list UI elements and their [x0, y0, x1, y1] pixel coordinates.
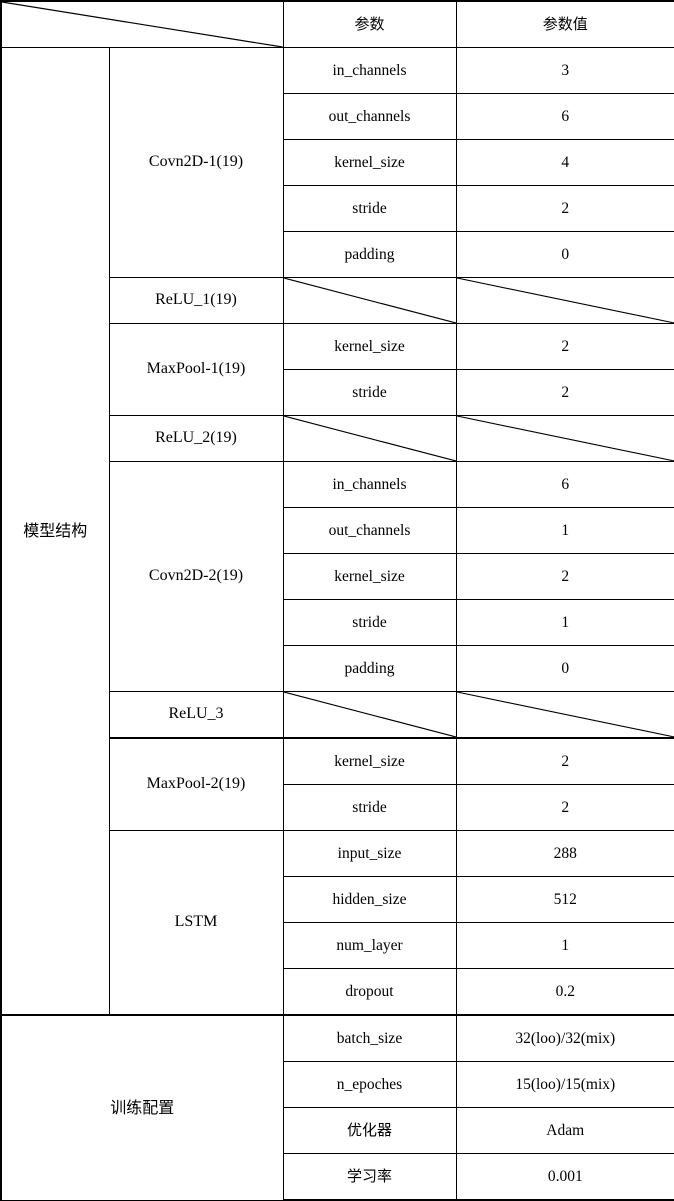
param-name-cell: kernel_size — [283, 324, 456, 370]
diagonal-slash-icon — [457, 278, 674, 323]
param-name-cell-empty — [283, 416, 456, 462]
table-row: 模型结构 Covn2D-1(19) in_channels 3 — [1, 48, 674, 94]
layer-label-relu-2: ReLU_2(19) — [109, 416, 283, 462]
param-name-cell: stride — [283, 785, 456, 831]
param-name-cell: kernel_size — [283, 738, 456, 785]
param-name-cell: n_epoches — [283, 1062, 456, 1108]
param-name-cell: num_layer — [283, 923, 456, 969]
param-name-cell: kernel_size — [283, 554, 456, 600]
param-value-cell: 6 — [456, 462, 674, 508]
param-value-cell: 6 — [456, 94, 674, 140]
section-label-training-config: 训练配置 — [1, 1015, 283, 1200]
param-name-cell: padding — [283, 646, 456, 692]
param-value-cell: 0.001 — [456, 1154, 674, 1201]
layer-label-relu-1: ReLU_1(19) — [109, 278, 283, 324]
table-row: 训练配置 batch_size 32(loo)/32(mix) — [1, 1015, 674, 1062]
param-name-cell: stride — [283, 186, 456, 232]
param-name-cell: out_channels — [283, 508, 456, 554]
layer-label-maxpool-1: MaxPool-1(19) — [109, 324, 283, 416]
param-value-cell: 0 — [456, 646, 674, 692]
param-value-cell: 2 — [456, 785, 674, 831]
param-name-cell: stride — [283, 600, 456, 646]
layer-label-maxpool-2: MaxPool-2(19) — [109, 738, 283, 831]
param-name-cell: out_channels — [283, 94, 456, 140]
param-name-cell: 优化器 — [283, 1108, 456, 1154]
param-value-cell-empty — [456, 416, 674, 462]
param-name-cell-empty — [283, 692, 456, 739]
param-name-cell: in_channels — [283, 48, 456, 94]
param-value-cell: Adam — [456, 1108, 674, 1154]
param-value-cell: 0 — [456, 232, 674, 278]
param-name-cell: dropout — [283, 969, 456, 1016]
layer-label-covn2d-2: Covn2D-2(19) — [109, 462, 283, 692]
param-name-cell: 学习率 — [283, 1154, 456, 1201]
param-value-cell: 4 — [456, 140, 674, 186]
param-value-cell: 32(loo)/32(mix) — [456, 1015, 674, 1062]
param-value-cell: 1 — [456, 600, 674, 646]
header-corner-cell — [1, 1, 283, 48]
param-value-cell: 1 — [456, 923, 674, 969]
param-name-cell: in_channels — [283, 462, 456, 508]
param-name-cell: kernel_size — [283, 140, 456, 186]
param-value-cell: 2 — [456, 738, 674, 785]
diagonal-slash-icon — [284, 278, 456, 323]
param-name-cell: padding — [283, 232, 456, 278]
table-header-row: 参数 参数值 — [1, 1, 674, 48]
param-value-cell-empty — [456, 278, 674, 324]
header-param-cell: 参数 — [283, 1, 456, 48]
param-value-cell: 3 — [456, 48, 674, 94]
param-name-cell: hidden_size — [283, 877, 456, 923]
param-value-cell: 512 — [456, 877, 674, 923]
param-value-cell-empty — [456, 692, 674, 739]
section-label-model-structure: 模型结构 — [1, 48, 109, 1016]
param-value-cell: 2 — [456, 324, 674, 370]
param-value-cell: 1 — [456, 508, 674, 554]
param-name-cell: input_size — [283, 831, 456, 877]
layer-label-lstm: LSTM — [109, 831, 283, 1016]
layer-label-covn2d-1: Covn2D-1(19) — [109, 48, 283, 278]
param-name-cell-empty — [283, 278, 456, 324]
param-value-cell: 2 — [456, 554, 674, 600]
param-value-cell: 2 — [456, 186, 674, 232]
param-name-cell: stride — [283, 370, 456, 416]
param-value-cell: 15(loo)/15(mix) — [456, 1062, 674, 1108]
param-value-cell: 288 — [456, 831, 674, 877]
header-param-label: 参数 — [284, 16, 456, 33]
param-value-cell: 2 — [456, 370, 674, 416]
diagonal-slash-icon — [457, 692, 674, 737]
diagonal-slash-icon — [2, 2, 283, 47]
header-value-label: 参数值 — [457, 16, 674, 33]
diagonal-slash-icon — [284, 416, 456, 461]
layer-label-relu-3: ReLU_3 — [109, 692, 283, 739]
header-value-cell: 参数值 — [456, 1, 674, 48]
param-name-cell: batch_size — [283, 1015, 456, 1062]
param-value-cell: 0.2 — [456, 969, 674, 1016]
diagonal-slash-icon — [457, 416, 674, 461]
diagonal-slash-icon — [284, 692, 456, 737]
